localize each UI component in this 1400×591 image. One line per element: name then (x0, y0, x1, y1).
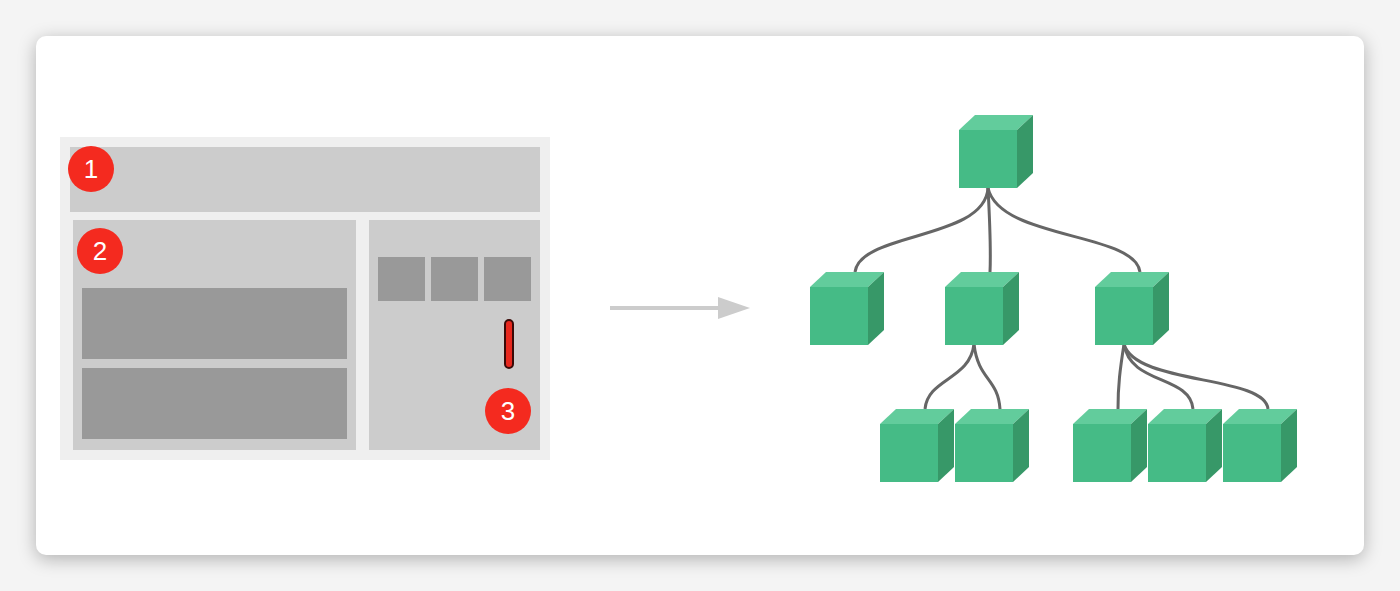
tree-cube (810, 272, 884, 345)
content-block (82, 288, 347, 359)
tree-link (925, 344, 974, 409)
tree-link (1118, 344, 1124, 409)
page-frame (60, 137, 550, 460)
tree-link (988, 188, 1140, 272)
arrow-shaft (610, 306, 722, 310)
small-block (484, 257, 531, 301)
callout-number: 2 (77, 228, 123, 274)
tree-cube (945, 272, 1019, 345)
small-block (378, 257, 425, 301)
tree-link (988, 188, 990, 272)
tree-links (855, 188, 1268, 409)
highlight-bar (505, 320, 513, 368)
tree-cube (1223, 409, 1297, 482)
tree-cube (1095, 272, 1169, 345)
content-block (82, 368, 347, 439)
tree-link (855, 188, 988, 272)
callout-number: 1 (68, 146, 114, 192)
tree-link (1124, 344, 1268, 409)
side-panel (369, 220, 540, 450)
tree-cube (959, 115, 1033, 188)
arrow-head (718, 297, 750, 319)
small-block (431, 257, 478, 301)
tree-cube (1148, 409, 1222, 482)
header-bar (70, 147, 540, 212)
tree-link (974, 344, 1000, 409)
tree-cube (955, 409, 1029, 482)
tree-cube (1073, 409, 1147, 482)
tree-cube (880, 409, 954, 482)
callout-number: 3 (485, 388, 531, 434)
main-panel (73, 220, 356, 450)
